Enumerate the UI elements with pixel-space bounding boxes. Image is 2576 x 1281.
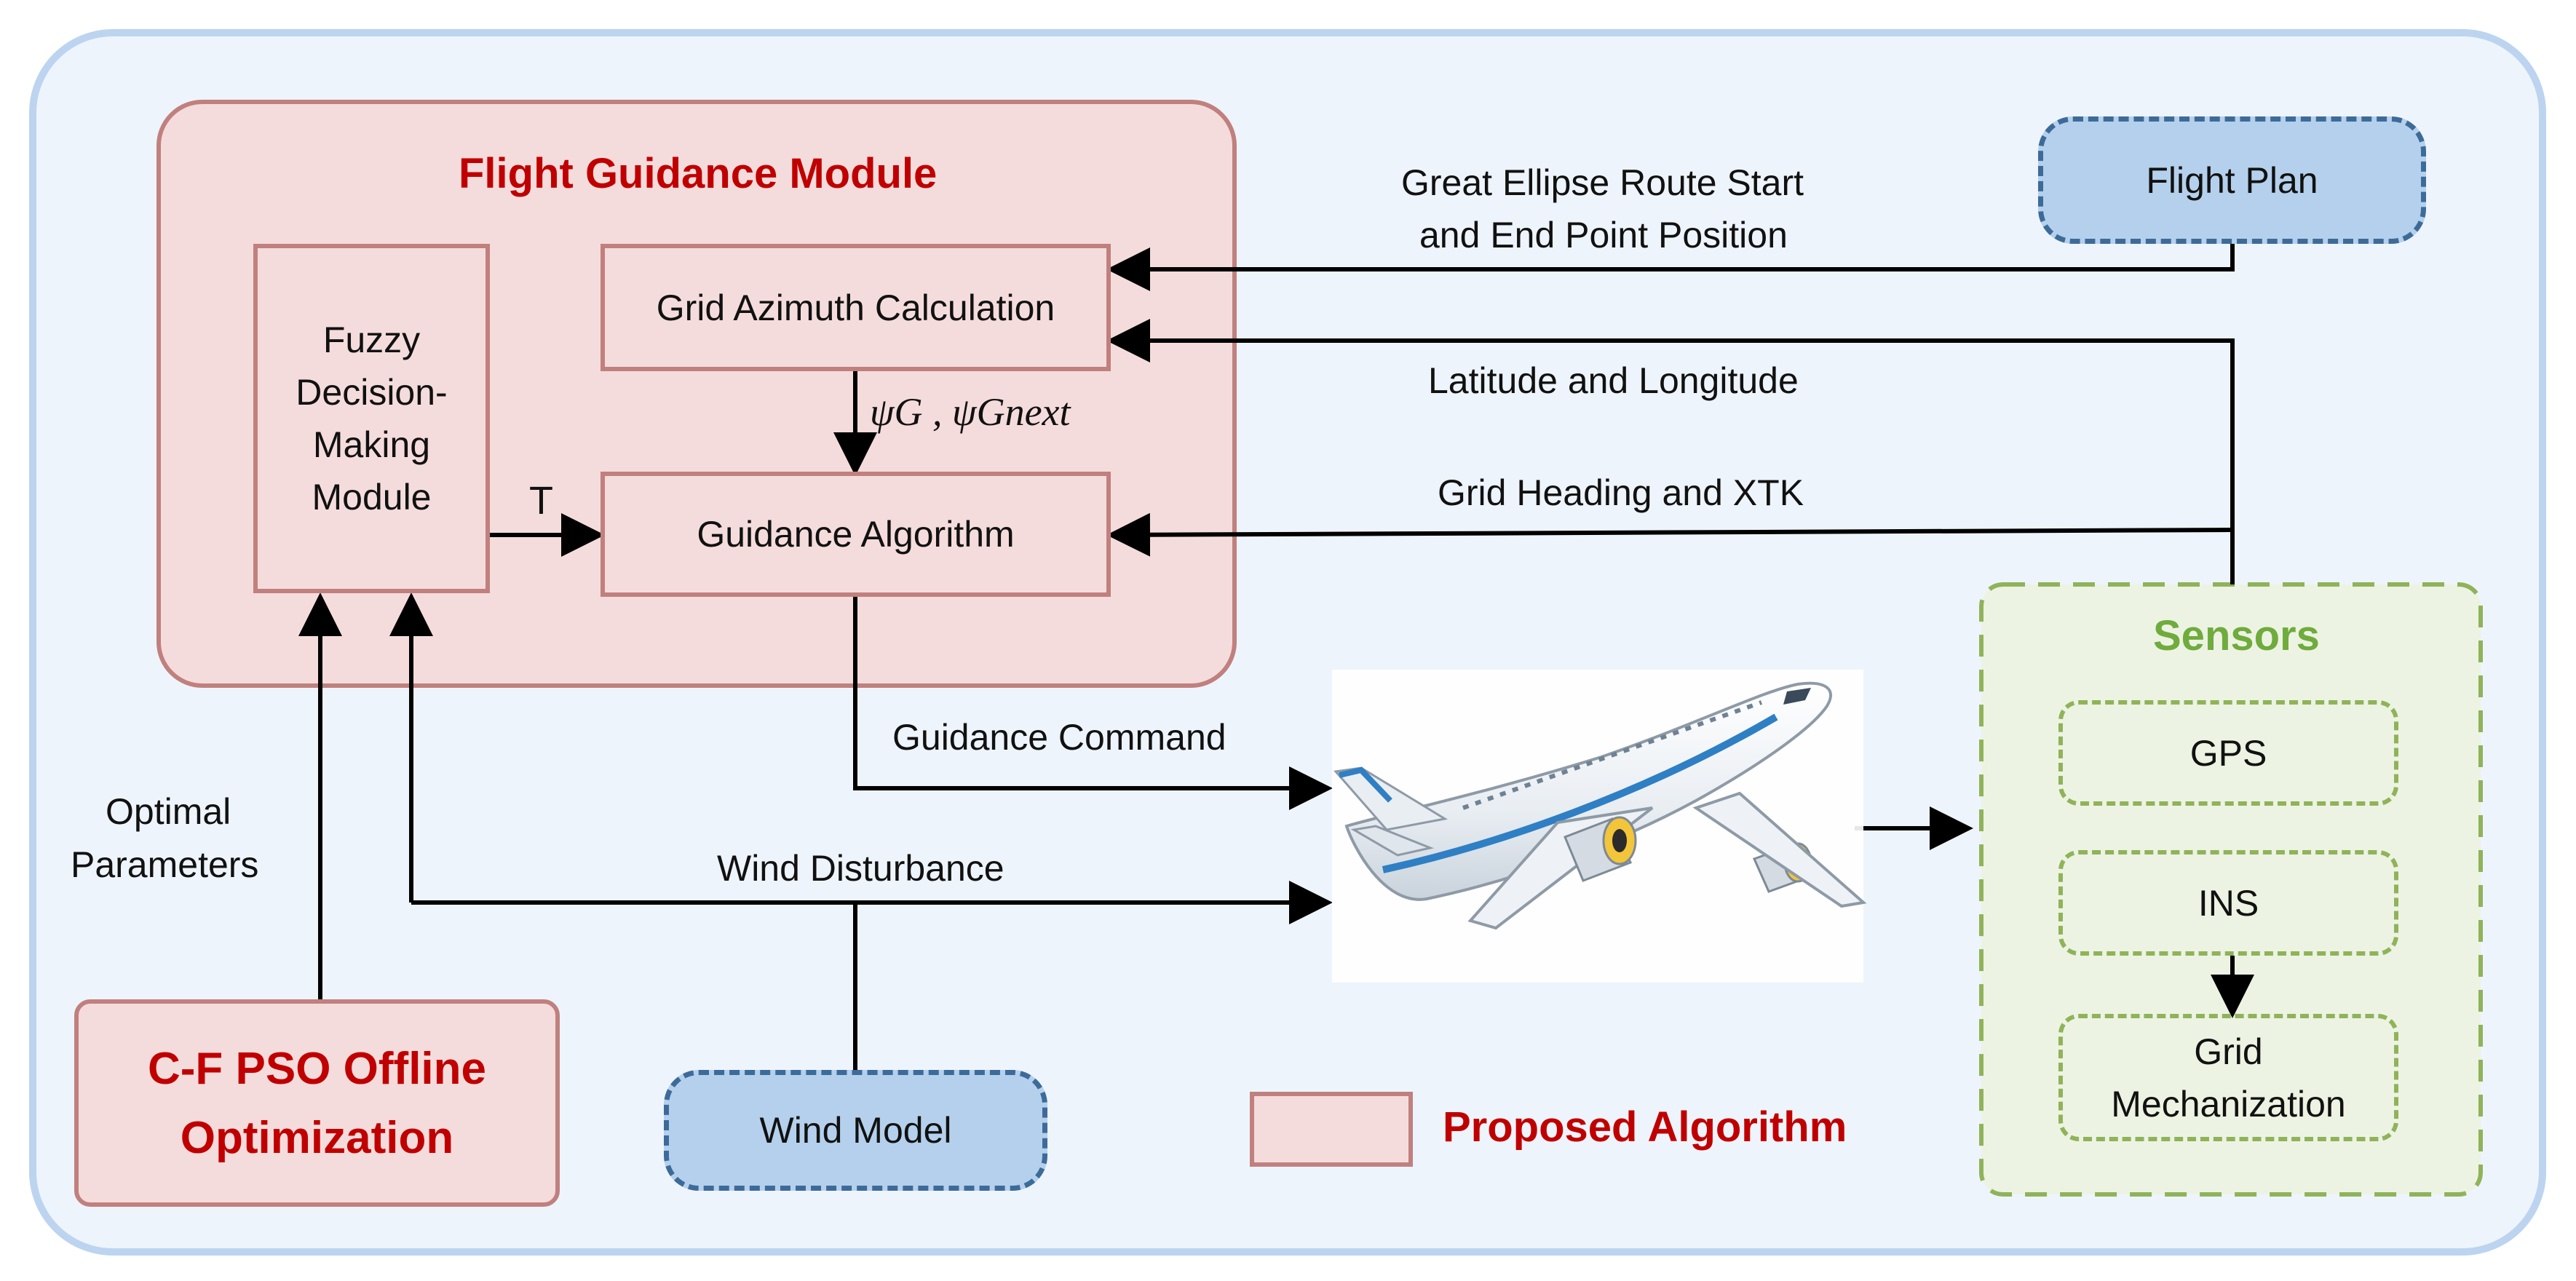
- aircraft-icon: [1332, 670, 1867, 983]
- guidance-algorithm-label: Guidance Algorithm: [697, 514, 1015, 555]
- arrow-flight-plan-to-azimuth: [1106, 244, 2235, 291]
- ins-box: INS: [2058, 850, 2398, 956]
- gps-box: GPS: [2058, 700, 2398, 806]
- sensors-title: Sensors: [2153, 612, 2320, 659]
- optimal-parameters-line1: Optimal: [106, 791, 231, 832]
- cf-pso-optimization-box: C-F PSO Offline Optimization: [74, 999, 560, 1207]
- arrow-sensors-to-azimuth: [1106, 319, 2235, 584]
- fuzzy-decision-label: Fuzzy Decision-Making Module: [296, 320, 448, 517]
- ins-label: INS: [2197, 882, 2259, 924]
- wind-disturbance-label: Wind Disturbance: [717, 848, 1004, 889]
- legend-label: Proposed Algorithm: [1443, 1103, 1847, 1151]
- heading-xtk-label: Grid Heading and XTK: [1438, 472, 1804, 513]
- grid-mechanization-label: Grid Mechanization: [2111, 1031, 2346, 1125]
- flight-plan-box: Flight Plan: [2038, 116, 2426, 244]
- gps-label: GPS: [2189, 732, 2267, 774]
- fuzzy-decision-module: Fuzzy Decision-Making Module: [253, 244, 490, 593]
- wind-model-label: Wind Model: [759, 1110, 952, 1151]
- guidance-command-label: Guidance Command: [892, 717, 1226, 758]
- arrow-guidance-command: [853, 597, 1333, 810]
- lat-lon-label: Latitude and Longitude: [1428, 360, 1799, 401]
- optimal-parameters-line2: Parameters: [71, 844, 259, 885]
- grid-azimuth-calculation-box: Grid Azimuth Calculation: [601, 244, 1111, 371]
- grid-azimuth-label: Grid Azimuth Calculation: [656, 287, 1055, 328]
- cf-pso-label: C-F PSO Offline Optimization: [148, 1043, 486, 1163]
- legend-swatch: [1250, 1092, 1413, 1167]
- psi-label: ψG , ψGnext: [870, 390, 1071, 434]
- wind-model-box: Wind Model: [664, 1070, 1047, 1191]
- route-label-line2: and End Point Position: [1419, 215, 1788, 255]
- guidance-algorithm-box: Guidance Algorithm: [601, 472, 1111, 597]
- route-label-line1: Great Ellipse Route Start: [1401, 162, 1804, 203]
- flight-guidance-module-title: Flight Guidance Module: [459, 150, 938, 197]
- arrow-sensors-to-guidance: [1106, 512, 2233, 557]
- grid-mechanization-box: Grid Mechanization: [2058, 1014, 2398, 1141]
- flight-plan-label: Flight Plan: [2146, 159, 2318, 201]
- t-label: T: [529, 479, 553, 523]
